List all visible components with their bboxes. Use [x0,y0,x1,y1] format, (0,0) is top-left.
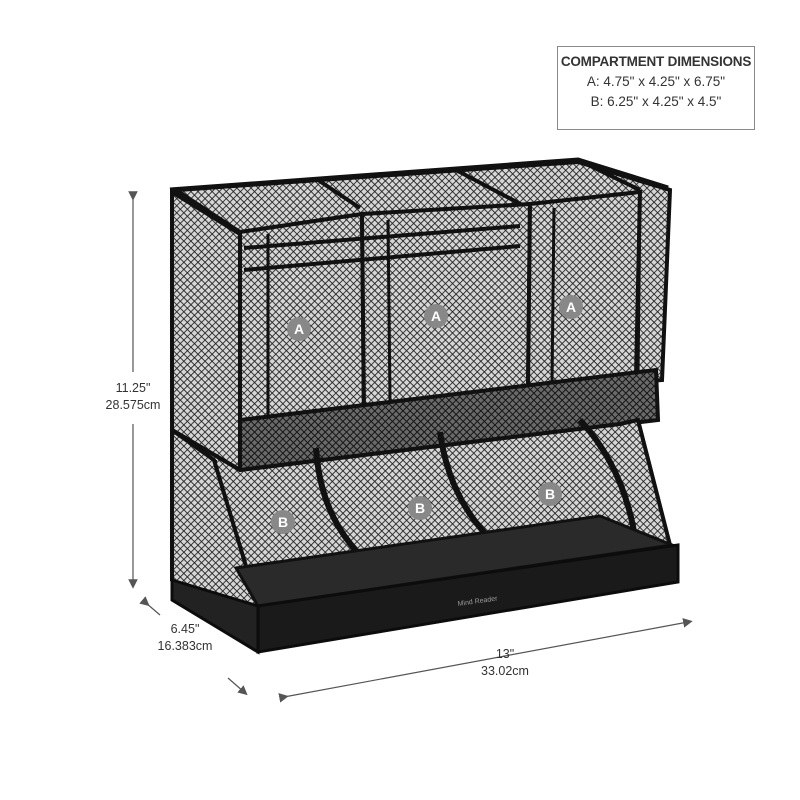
svg-text:A: A [566,299,576,315]
label-a-2: A [424,304,448,328]
label-b-1: B [271,510,295,534]
upper-tier [169,157,673,474]
depth-inches: 6.45" [170,622,200,636]
height-label: 11.25" 28.575cm [100,380,166,414]
depth-label: 6.45" 16.383cm [150,621,220,655]
depth-dimension-line [139,596,248,696]
svg-text:A: A [431,308,441,324]
width-dimension-line [278,618,693,703]
svg-text:B: B [415,500,425,516]
svg-text:B: B [545,486,555,502]
height-cm: 28.575cm [105,398,161,412]
width-inches: 13" [495,647,515,661]
svg-text:A: A [294,321,304,337]
width-cm: 33.02cm [481,664,529,678]
compartment-a-dimensions: A: 4.75" x 4.25" x 6.75" [586,74,726,89]
svg-text:B: B [278,514,288,530]
label-b-2: B [408,496,432,520]
label-a-3: A [559,295,583,319]
label-b-3: B [538,482,562,506]
depth-cm: 16.383cm [157,639,213,653]
compartment-dimensions-box: COMPARTMENT DIMENSIONS A: 4.75" x 4.25" … [557,46,755,130]
width-label: 13" 33.02cm [470,646,540,680]
label-a-1: A [287,317,311,341]
compartment-b-dimensions: B: 6.25" x 4.25" x 4.5" [590,94,722,109]
height-inches: 11.25" [115,381,151,395]
compartment-dimensions-title: COMPARTMENT DIMENSIONS [560,54,752,69]
